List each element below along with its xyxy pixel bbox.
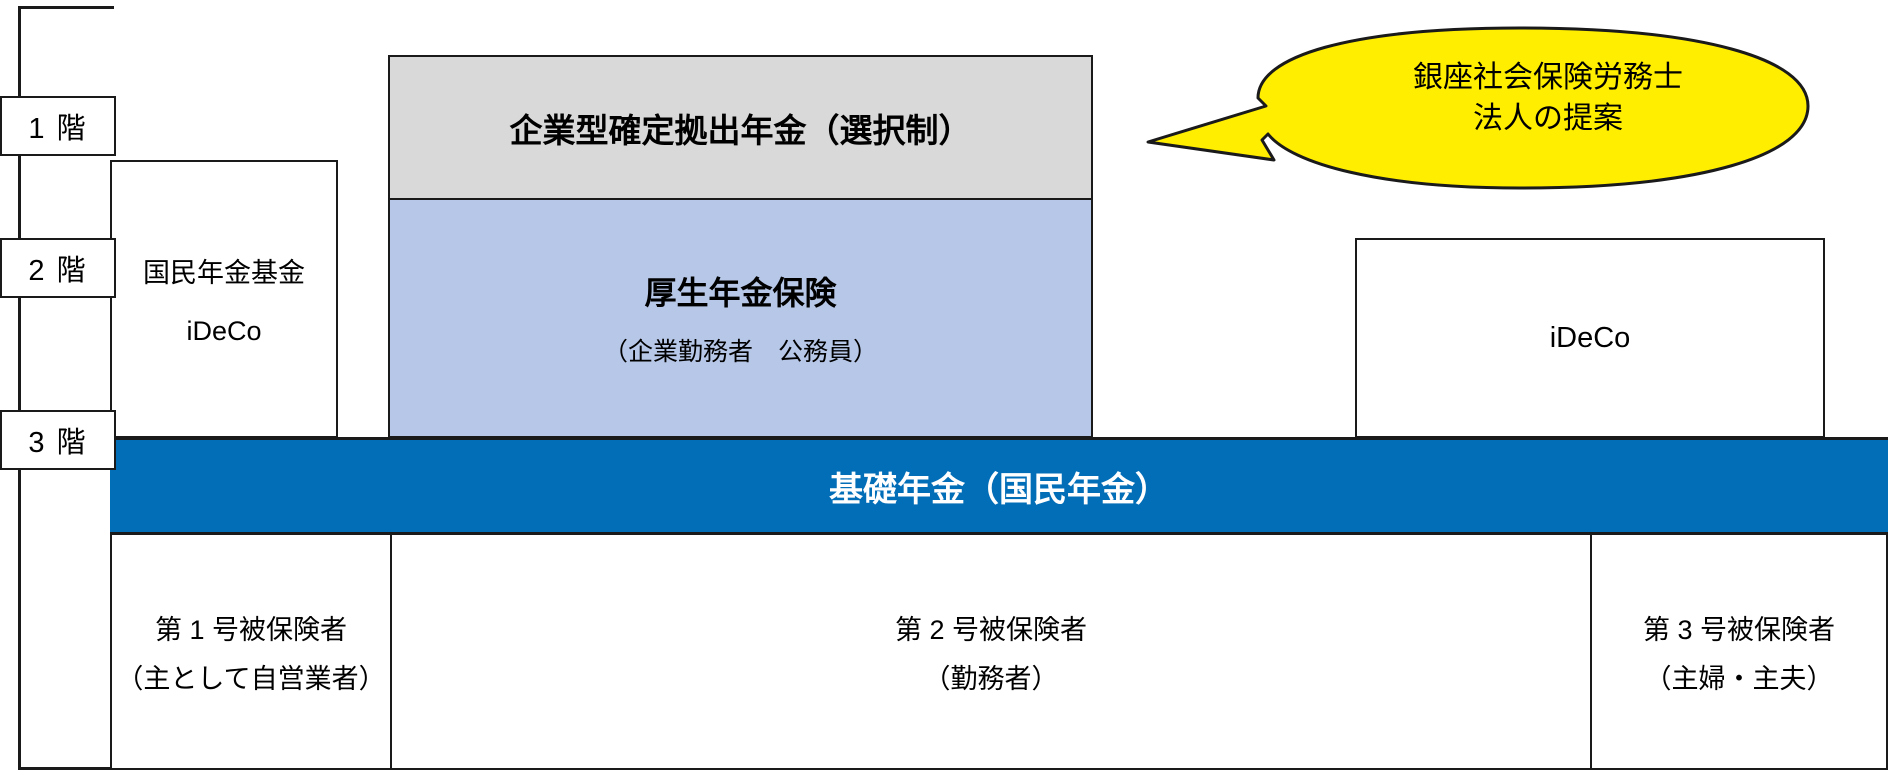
callout-bubble-shape xyxy=(1146,26,1810,190)
insured-category-1-title: 第 1 号被保険者 xyxy=(154,614,348,645)
ideco-dependent-box: iDeCo xyxy=(1355,238,1825,438)
insured-category-cell-2: 第 2 号被保険者 （勤務者） xyxy=(390,535,1590,770)
floor-label-2-text: 2 階 xyxy=(28,255,88,287)
basic-pension-band: 基礎年金（国民年金） xyxy=(110,437,1888,535)
insured-category-3-title: 第 3 号被保険者 xyxy=(1642,614,1836,645)
insured-category-1-subtitle: （主として自営業者） xyxy=(116,663,386,694)
corporate-dc-box: 企業型確定拠出年金（選択制） xyxy=(388,55,1093,200)
floor-label-3: 3 階 xyxy=(0,410,116,470)
axis-top-stub xyxy=(18,6,114,9)
insured-category-2-subtitle: （勤務者） xyxy=(923,663,1059,694)
floor-axis-line xyxy=(18,6,21,770)
insured-category-cell-3: 第 3 号被保険者 （主婦・主夫） xyxy=(1590,535,1888,770)
ideco-self-employed-label: iDeCo xyxy=(186,316,262,346)
floor-label-2: 2 階 xyxy=(0,238,116,298)
ideco-dependent-label: iDeCo xyxy=(1549,321,1631,354)
insured-category-row: 第 1 号被保険者 （主として自営業者） 第 2 号被保険者 （勤務者） 第 3… xyxy=(110,535,1888,770)
insured-category-2-title: 第 2 号被保険者 xyxy=(894,614,1088,645)
kokumin-nenkin-kikin-box: 国民年金基金 iDeCo xyxy=(110,160,338,438)
basic-pension-label: 基礎年金（国民年金） xyxy=(829,470,1169,509)
corporate-dc-label: 企業型確定拠出年金（選択制） xyxy=(509,111,972,149)
employees-pension-box: 厚生年金保険 （企業勤務者 公務員） xyxy=(388,200,1093,438)
callout-bubble: 銀座社会保険労務士 法人の提案 xyxy=(1140,22,1870,212)
floor-label-3-text: 3 階 xyxy=(28,427,88,459)
insured-category-cell-1: 第 1 号被保険者 （主として自営業者） xyxy=(110,535,390,770)
employees-pension-subtitle: （企業勤務者 公務員） xyxy=(602,338,878,366)
floor-label-1-text: 1 階 xyxy=(28,113,88,145)
floor-label-1: 1 階 xyxy=(0,96,116,156)
axis-bottom-stub xyxy=(18,767,114,770)
employees-pension-title: 厚生年金保険 xyxy=(644,275,837,311)
insured-category-3-subtitle: （主婦・主夫） xyxy=(1644,663,1834,694)
kokumin-nenkin-kikin-label: 国民年金基金 xyxy=(143,258,305,288)
